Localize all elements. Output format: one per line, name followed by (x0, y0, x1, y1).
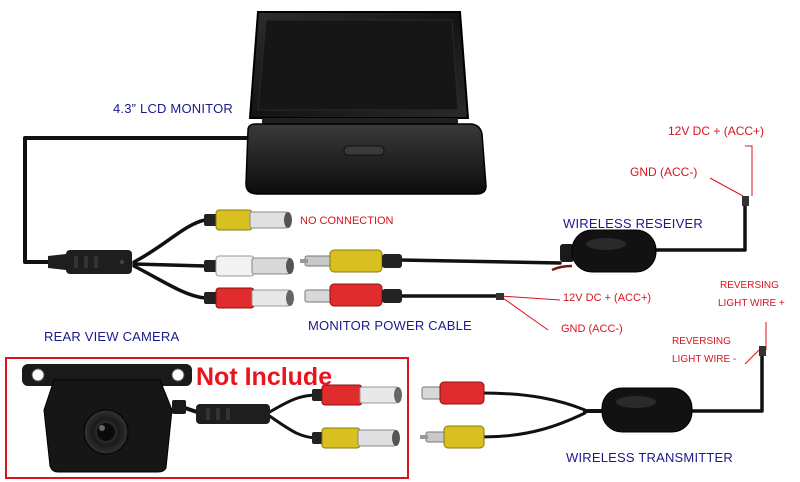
main-connector (48, 250, 132, 274)
camera-inline-connector (196, 404, 270, 424)
no-connection-label: NO CONNECTION (300, 215, 394, 227)
pointer-receiver-ground (709, 177, 744, 197)
lcd-monitor (245, 11, 487, 195)
monitor-power-cable-label: MONITOR POWER CABLE (308, 318, 472, 333)
pointer-reversing-negative (744, 349, 760, 365)
branch-cable-white (132, 262, 207, 268)
monitor-video-cable (23, 136, 254, 264)
monitor-power-wire-end (496, 293, 504, 300)
rear-view-camera (22, 364, 192, 473)
reversing-light-positive-line1: REVERSING (720, 280, 779, 291)
rca-yellow-male (300, 249, 402, 273)
receiver-power-wire-end (742, 196, 749, 206)
receiver-ground-label: GND (ACC-) (630, 165, 698, 179)
rear-view-camera-label: REAR VIEW CAMERA (44, 329, 180, 344)
transmitter-power-cable (688, 348, 764, 413)
transmitter-yellow-male (420, 425, 485, 449)
not-include-box (5, 357, 409, 479)
wireless-receiver-label: WIRELESS RESEIVER (563, 216, 703, 231)
transmitter-power-wire-end (759, 346, 766, 356)
reversing-light-negative-line1: REVERSING (672, 336, 731, 347)
transmitter-red-male (421, 381, 485, 405)
branch-cable-yellow (132, 218, 207, 264)
camera-branch-yellow (266, 413, 320, 440)
receiver-power-cable (652, 198, 747, 252)
wireless-transmitter (601, 387, 693, 433)
transmitter-branch-red (480, 391, 587, 412)
camera-branch-red (266, 393, 320, 415)
receiver-power-positive-label: 12V DC + (ACC+) (668, 124, 765, 138)
reversing-light-positive-line2: LIGHT WIRE + (718, 298, 785, 309)
monitor-ground-label: GND (ACC-) (561, 323, 623, 335)
reversing-light-negative-line2: LIGHT WIRE - (672, 354, 737, 365)
not-include-label: Not Include (196, 363, 333, 391)
monitor-power-positive-label: 12V DC + (ACC+) (563, 292, 652, 304)
wireless-transmitter-label: WIRELESS TRANSMITTER (566, 450, 734, 465)
rca-white-female (204, 255, 294, 277)
rca-yellow-female (204, 209, 292, 231)
camera-red-female (312, 384, 402, 406)
camera-yellow-female (312, 427, 400, 449)
dc-red-male (304, 283, 402, 307)
pointer-monitor-positive (499, 295, 561, 301)
transmitter-branch-yellow (480, 411, 587, 439)
branch-cable-red (132, 264, 207, 300)
pointer-receiver-positive (745, 145, 753, 196)
monitor-label: 4.3” LCD MONITOR (113, 101, 233, 116)
wireless-receiver (551, 229, 657, 273)
receiver-video-cable (398, 258, 562, 265)
dc-red-female (204, 287, 294, 309)
pointer-monitor-ground (499, 295, 549, 331)
